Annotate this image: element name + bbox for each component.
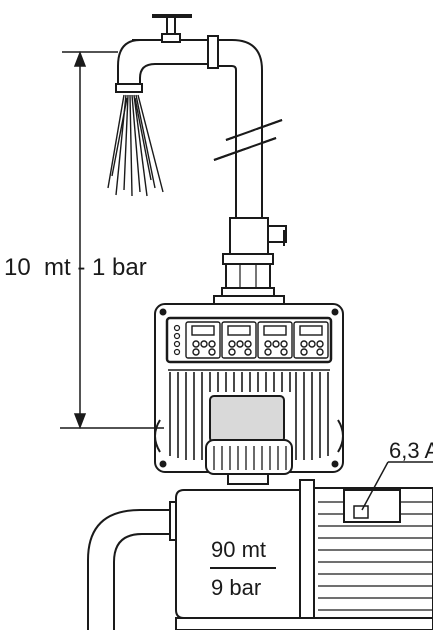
pump-body	[87, 479, 433, 630]
tap-faucet	[115, 14, 219, 93]
display-module-4	[293, 321, 329, 359]
inverter-unit	[154, 295, 344, 485]
display-module-1	[185, 321, 221, 359]
water-jets	[107, 94, 164, 197]
motor-terminal-box	[343, 489, 401, 523]
display-module-3	[257, 321, 293, 359]
pump-head-pressure-label: 9 bar	[211, 575, 261, 600]
current-rating-leader	[361, 461, 389, 511]
current-rating-label: 6,3 A	[389, 438, 433, 463]
cooling-fins	[168, 369, 330, 460]
height-level-label: 10 mt - 1 bar	[4, 254, 147, 281]
pressure-fitting	[221, 217, 287, 297]
display-module-2	[221, 321, 257, 359]
inverter-label-panel	[209, 395, 285, 443]
riser-pipe	[213, 39, 283, 221]
indicator-leds	[173, 324, 181, 356]
pump-head-height-label: 90 mt	[211, 537, 266, 562]
height-dimension-line	[60, 50, 164, 430]
